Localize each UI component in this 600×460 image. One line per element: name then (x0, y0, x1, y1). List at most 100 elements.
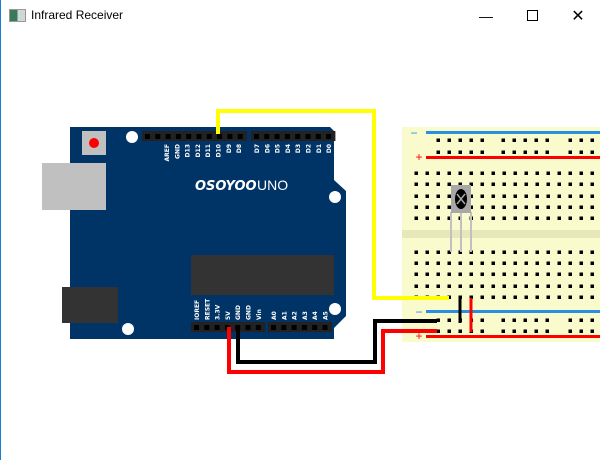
breadboard-hole[interactable] (568, 182, 573, 187)
breadboard-hole[interactable] (480, 138, 485, 143)
header-pin[interactable] (301, 325, 307, 330)
breadboard-hole[interactable] (513, 194, 518, 199)
header-pin[interactable] (264, 134, 270, 139)
breadboard-hole[interactable] (524, 261, 529, 266)
breadboard-hole[interactable] (568, 284, 573, 289)
breadboard-hole[interactable] (491, 171, 496, 176)
breadboard-hole[interactable] (436, 150, 441, 155)
breadboard-hole[interactable] (523, 318, 528, 323)
breadboard-hole[interactable] (447, 205, 452, 210)
breadboard-hole[interactable] (535, 182, 540, 187)
breadboard-hole[interactable] (458, 261, 463, 266)
breadboard-hole[interactable] (524, 205, 529, 210)
breadboard-hole[interactable] (469, 272, 474, 277)
breadboard-hole[interactable] (579, 150, 584, 155)
breadboard-hole[interactable] (568, 171, 573, 176)
breadboard-hole[interactable] (534, 318, 539, 323)
breadboard-hole[interactable] (535, 295, 540, 300)
breadboard-hole[interactable] (590, 284, 595, 289)
breadboard-hole[interactable] (513, 250, 518, 255)
breadboard-hole[interactable] (436, 261, 441, 266)
breadboard-hole[interactable] (568, 272, 573, 277)
breadboard-hole[interactable] (502, 250, 507, 255)
header-pin[interactable] (204, 325, 210, 330)
breadboard-hole[interactable] (535, 216, 540, 221)
breadboard-hole[interactable] (425, 171, 430, 176)
breadboard-hole[interactable] (480, 284, 485, 289)
breadboard-hole[interactable] (568, 318, 573, 323)
breadboard-hole[interactable] (579, 171, 584, 176)
breadboard-hole[interactable] (502, 295, 507, 300)
breadboard-hole[interactable] (491, 261, 496, 266)
breadboard-hole[interactable] (590, 150, 595, 155)
breadboard-hole[interactable] (502, 171, 507, 176)
breadboard-hole[interactable] (458, 182, 463, 187)
breadboard-hole[interactable] (501, 150, 506, 155)
breadboard-hole[interactable] (546, 295, 551, 300)
breadboard-hole[interactable] (458, 138, 463, 143)
breadboard-hole[interactable] (447, 138, 452, 143)
breadboard-hole[interactable] (425, 205, 430, 210)
breadboard-hole[interactable] (458, 329, 463, 334)
breadboard-hole[interactable] (491, 216, 496, 221)
breadboard-hole[interactable] (491, 205, 496, 210)
breadboard-hole[interactable] (425, 261, 430, 266)
header-pin[interactable] (291, 325, 297, 330)
breadboard-hole[interactable] (579, 272, 584, 277)
header-pin[interactable] (255, 325, 261, 330)
breadboard-hole[interactable] (447, 295, 452, 300)
breadboard-hole[interactable] (579, 295, 584, 300)
breadboard-hole[interactable] (469, 182, 474, 187)
breadboard-hole[interactable] (590, 205, 595, 210)
breadboard-hole[interactable] (546, 182, 551, 187)
breadboard-hole[interactable] (502, 272, 507, 277)
breadboard-hole[interactable] (425, 194, 430, 199)
breadboard-hole[interactable] (414, 216, 419, 221)
breadboard-hole[interactable] (523, 138, 528, 143)
breadboard-hole[interactable] (447, 182, 452, 187)
breadboard-hole[interactable] (557, 182, 562, 187)
breadboard-hole[interactable] (480, 272, 485, 277)
header-pin[interactable] (312, 325, 318, 330)
breadboard-hole[interactable] (436, 194, 441, 199)
breadboard-hole[interactable] (469, 194, 474, 199)
breadboard-hole[interactable] (557, 272, 562, 277)
breadboard-hole[interactable] (546, 272, 551, 277)
breadboard-hole[interactable] (480, 250, 485, 255)
breadboard-hole[interactable] (447, 171, 452, 176)
breadboard-hole[interactable] (590, 138, 595, 143)
breadboard-hole[interactable] (545, 318, 550, 323)
breadboard-hole[interactable] (579, 329, 584, 334)
breadboard-hole[interactable] (513, 261, 518, 266)
header-pin[interactable] (214, 325, 220, 330)
breadboard-hole[interactable] (447, 216, 452, 221)
header-pin[interactable] (305, 134, 311, 139)
breadboard-hole[interactable] (546, 194, 551, 199)
breadboard-hole[interactable] (524, 295, 529, 300)
breadboard-hole[interactable] (469, 295, 474, 300)
breadboard-hole[interactable] (523, 329, 528, 334)
breadboard-hole[interactable] (524, 284, 529, 289)
breadboard-hole[interactable] (579, 284, 584, 289)
breadboard-hole[interactable] (414, 261, 419, 266)
breadboard-hole[interactable] (557, 194, 562, 199)
breadboard-hole[interactable] (512, 318, 517, 323)
breadboard-hole[interactable] (425, 284, 430, 289)
header-pin[interactable] (165, 134, 171, 139)
breadboard-hole[interactable] (425, 216, 430, 221)
breadboard-hole[interactable] (436, 318, 441, 323)
breadboard-hole[interactable] (436, 250, 441, 255)
header-pin[interactable] (237, 134, 243, 139)
header-pin[interactable] (227, 134, 233, 139)
breadboard-hole[interactable] (545, 150, 550, 155)
header-pin[interactable] (295, 134, 301, 139)
breadboard-hole[interactable] (557, 171, 562, 176)
breadboard-hole[interactable] (546, 261, 551, 266)
breadboard-hole[interactable] (590, 194, 595, 199)
breadboard-hole[interactable] (414, 194, 419, 199)
breadboard-hole[interactable] (447, 194, 452, 199)
breadboard-hole[interactable] (480, 318, 485, 323)
breadboard-hole[interactable] (590, 216, 595, 221)
breadboard-hole[interactable] (590, 329, 595, 334)
ir-receiver[interactable] (450, 185, 472, 252)
